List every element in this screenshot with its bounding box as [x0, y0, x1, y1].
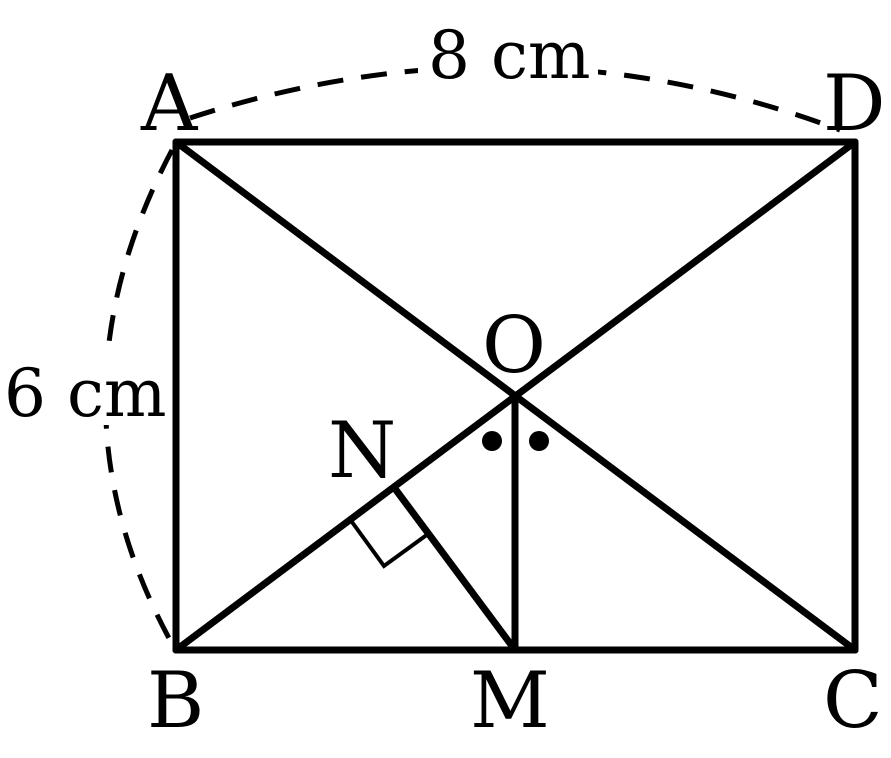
angle-dot-left [482, 431, 502, 451]
point-label-d: D [823, 59, 886, 149]
measure-left: 6 cm [4, 355, 167, 432]
point-label-b: B [147, 656, 204, 746]
top-measure-bg [418, 20, 598, 90]
measure-top: 8 cm [428, 17, 591, 94]
right-angle-marker [350, 520, 430, 569]
angle-dot-right [529, 431, 549, 451]
segment-mn [392, 486, 519, 654]
point-label-a: A [140, 59, 199, 149]
point-label-n: N [328, 406, 396, 496]
point-label-o: O [482, 301, 546, 391]
point-label-m: M [470, 656, 550, 746]
left-measure-bg [2, 355, 170, 425]
point-label-c: C [823, 656, 883, 746]
